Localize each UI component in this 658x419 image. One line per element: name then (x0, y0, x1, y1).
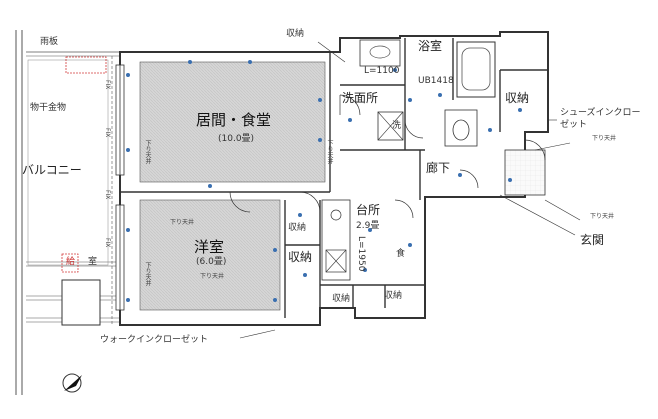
bathtub (456, 41, 496, 98)
fix-label-3: FIX (104, 190, 111, 200)
fix-label-4: FIX (104, 238, 111, 248)
drop-ceiling-small-label-4: 下り天井 (144, 140, 151, 164)
outdoor-unit (61, 279, 101, 326)
balcony-rails (15, 30, 120, 395)
rain-shelter-label: 雨板 (40, 37, 59, 47)
washbasin-bowl (369, 45, 391, 59)
drop-ceiling-label-2: 下り天井 (590, 213, 615, 220)
drop-ceiling-small-label-3: 下り天井 (326, 140, 333, 164)
balcony-label: バルコニー (22, 163, 82, 177)
storage-top-label: 収納 (286, 29, 305, 39)
drop-ceiling-small-label: 下り天井 (170, 219, 195, 226)
entrance-floor (504, 149, 546, 196)
storage-bottom-right-label: 収納 (384, 291, 403, 301)
electrical-dots (126, 60, 522, 302)
storage-wic-label: 収納 (288, 250, 313, 264)
living-floor (139, 61, 326, 183)
drop-ceiling-small-label-5: 下り天井 (144, 262, 151, 286)
hallway-label: 廊下 (426, 161, 451, 175)
shoes-closet-label: シューズインクローゼット (560, 108, 641, 130)
bathtub-inner (461, 47, 491, 91)
leader-lines (239, 41, 581, 339)
sink (330, 209, 342, 221)
drop-ceiling-label-1: 下り天井 (592, 135, 617, 142)
toilet-room (444, 109, 478, 147)
storage-right-label: 収納 (505, 91, 530, 105)
kitchen-size-label: 2.9畳 (356, 221, 380, 231)
fix-label-1: FIX (104, 80, 111, 90)
wash-mark: 洗 (392, 121, 402, 131)
doors (229, 94, 546, 219)
laundry-fixture-label: 物干金物 (30, 103, 67, 113)
bathroom-label: 浴室 (418, 39, 443, 53)
toilet-bowl (452, 119, 470, 141)
fix-label-2: FIX (104, 128, 111, 138)
washbasin (359, 39, 401, 67)
kitchen-length-label: L=1950 (356, 236, 366, 272)
windows (115, 64, 125, 311)
interior-walls (120, 38, 548, 318)
outdoor-unit-label-2: 室 (88, 257, 98, 267)
food-mark: 食 (396, 249, 406, 259)
living-dining-label: 居間・食堂 (196, 111, 272, 129)
stove (325, 249, 347, 273)
rail-tag (65, 56, 107, 74)
kitchen-counter (321, 199, 351, 281)
outdoor-unit-tag (61, 253, 79, 273)
western-size-label: (6.0畳) (196, 257, 227, 267)
wash-room-label: 洗面所 (342, 91, 379, 105)
bath-unit-label: UB1418 (418, 76, 454, 86)
entrance-label: 玄関 (580, 233, 605, 247)
north-arrow (62, 373, 82, 393)
western-floor (139, 199, 281, 311)
l-dim-label: L=1100 (364, 66, 400, 76)
storage-small-label: 収納 (288, 223, 307, 233)
walk-in-closet-label: ウォークインクローゼット (100, 335, 209, 345)
storage-bottom-left-label: 収納 (332, 294, 351, 304)
drop-ceiling-small-label-2: 下り天井 (200, 273, 225, 280)
outdoor-unit-label: 給 (66, 257, 76, 267)
living-size-label: (10.0畳) (218, 134, 255, 144)
kitchen-label: 台所 (356, 203, 381, 217)
western-room-label: 洋室 (194, 238, 225, 256)
